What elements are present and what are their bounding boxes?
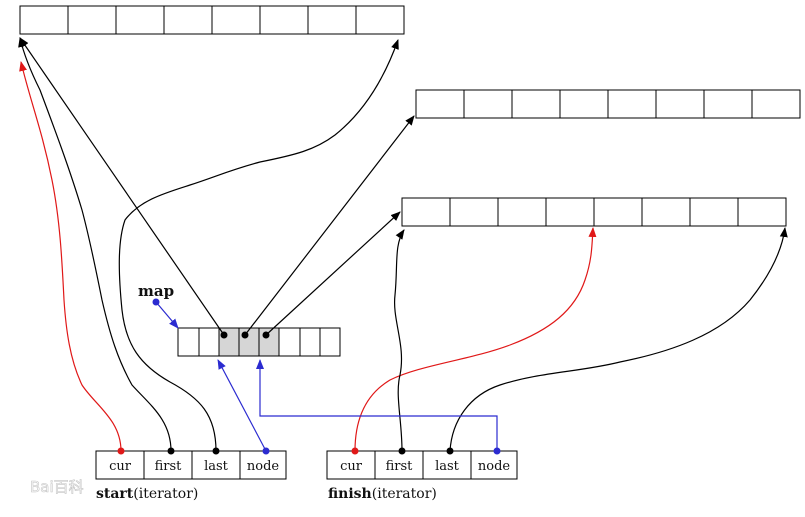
map-pointer-arrow bbox=[155, 301, 179, 329]
map-cell-to-buffer-2-arrow bbox=[244, 115, 415, 336]
start-field-cur: cur bbox=[109, 459, 132, 474]
start-last-arrow bbox=[118, 39, 399, 452]
finish-last-arrow bbox=[449, 227, 788, 452]
buffer-2 bbox=[415, 89, 801, 119]
finish-iterator-box bbox=[326, 450, 518, 480]
map-cell-to-buffer-1-arrow bbox=[19, 37, 225, 336]
map-used-cells bbox=[219, 328, 279, 356]
start-field-last: last bbox=[204, 459, 229, 474]
start-node-arrow bbox=[217, 359, 267, 452]
buffer-3 bbox=[401, 197, 787, 227]
start-cur-arrow bbox=[19, 61, 122, 452]
start-field-node: node bbox=[247, 459, 280, 474]
finish-field-first: first bbox=[386, 459, 414, 474]
watermark-logo: Bai百科 bbox=[30, 478, 84, 496]
start-field-first: first bbox=[155, 459, 183, 474]
finish-field-cur: cur bbox=[340, 459, 363, 474]
start-iterator-label: start(iterator) bbox=[96, 486, 198, 502]
map-label: map bbox=[138, 282, 174, 300]
finish-field-last: last bbox=[435, 459, 460, 474]
finish-first-arrow bbox=[393, 229, 405, 452]
start-first-arrow bbox=[18, 37, 172, 452]
start-iterator-box bbox=[95, 450, 287, 480]
finish-field-node: node bbox=[478, 459, 511, 474]
map-cell-to-buffer-3-arrow bbox=[265, 211, 401, 336]
buffer-1 bbox=[19, 5, 405, 35]
finish-iterator-label: finish(iterator) bbox=[328, 486, 437, 502]
map-array bbox=[177, 327, 341, 357]
finish-node-arrow bbox=[256, 359, 498, 451]
finish-cur-arrow bbox=[354, 227, 597, 452]
